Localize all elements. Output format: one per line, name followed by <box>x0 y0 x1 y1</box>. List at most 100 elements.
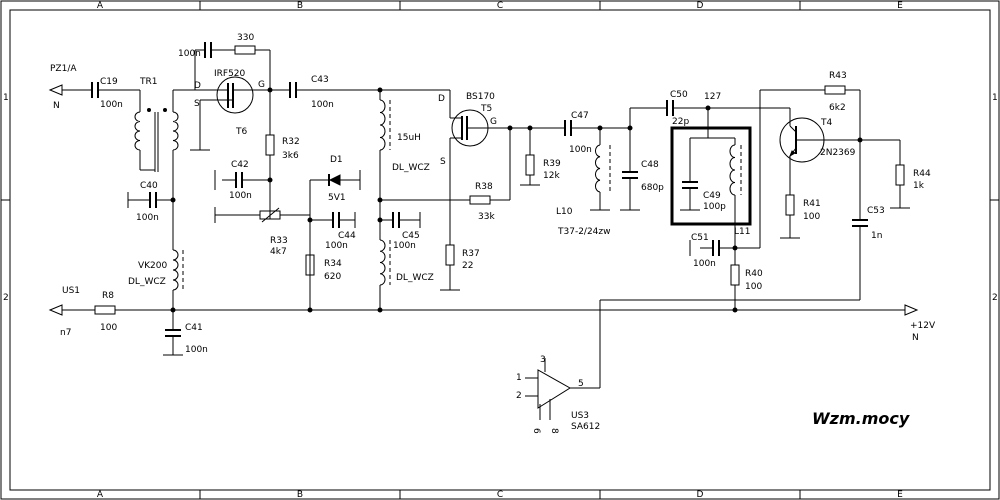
c19-ref: C19 <box>100 77 118 87</box>
resistor-330: 330 <box>234 33 256 55</box>
frame-col-c-bottom: C <box>497 490 503 500</box>
inductor-vk200: VK200 DL_WCZ <box>128 249 184 291</box>
resistor-r41: R41 100 <box>785 194 821 222</box>
capacitor-c51: C51 100n <box>691 233 720 269</box>
r34-value: 620 <box>324 272 341 282</box>
ic-us3: 1 2 3 5 6 8 US3 SA612 <box>516 355 600 434</box>
schematic-title: Wzm.mocy <box>812 409 910 428</box>
us3-pin-5: 5 <box>578 379 584 389</box>
capacitor-top-100n: 100n <box>178 42 212 59</box>
r38-ref: R38 <box>475 182 493 192</box>
r41-ref: R41 <box>803 199 821 209</box>
c47-ref: C47 <box>571 111 589 121</box>
inductor-15uh: 15uH DL_WCZ <box>379 99 430 173</box>
c44-value: 100n <box>325 241 348 251</box>
t6-pin-s: S <box>194 99 200 109</box>
c48-ref: C48 <box>641 160 659 170</box>
resistor-r40: R40 100 <box>730 264 763 292</box>
l15-type: DL_WCZ <box>392 163 430 173</box>
frame-col-c-top: C <box>497 1 503 11</box>
frame-col-b-bottom: B <box>297 490 303 500</box>
us3-ref: US3 <box>571 411 589 421</box>
t6-ref: T6 <box>235 127 247 137</box>
l10-core: T37-2/24zw <box>557 227 611 237</box>
capacitor-c44: C44 100n <box>325 212 356 251</box>
capacitor-c43: C43 100n <box>289 75 334 110</box>
c48-value: 680p <box>641 183 664 193</box>
capacitor-c47: C47 100n <box>564 111 592 155</box>
node-127-label: 127 <box>704 92 721 102</box>
us3-pin-8: 8 <box>549 428 559 434</box>
frame-col-a-top: A <box>97 1 104 11</box>
zener-d1: D1 5V1 <box>325 155 346 203</box>
c49-value: 100p <box>703 202 726 212</box>
t5-part: BS170 <box>466 92 495 102</box>
t5-pin-g: G <box>490 117 497 127</box>
c43-ref: C43 <box>311 75 329 85</box>
r37-ref: R37 <box>462 249 480 259</box>
r40-value: 100 <box>745 282 762 292</box>
c19-value: 100n <box>100 100 123 110</box>
c43-value: 100n <box>311 100 334 110</box>
c44-ref: C44 <box>338 231 356 241</box>
us3-pin-2: 2 <box>516 391 522 401</box>
port-12v: +12V N <box>904 304 936 343</box>
us3-pin-3: 3 <box>540 355 546 365</box>
potentiometer-r33: R33 4k7 <box>259 207 288 257</box>
c42-ref: C42 <box>231 160 249 170</box>
port-us1: US1 n7 <box>48 286 80 338</box>
port-pz1-name: PZ1/A <box>50 64 77 74</box>
d1-value: 5V1 <box>328 193 346 203</box>
port-pz1-pin: N <box>53 101 60 111</box>
port-us1-pin: n7 <box>60 328 71 338</box>
c-top-value: 100n <box>178 49 201 59</box>
r43-ref: R43 <box>829 71 847 81</box>
l15-value: 15uH <box>397 133 421 143</box>
vk200-ref: VK200 <box>138 261 168 271</box>
c51-value: 100n <box>693 259 716 269</box>
frame-row-2-right: 2 <box>992 293 998 303</box>
us3-pin-6: 6 <box>531 428 541 434</box>
port-12v-pin: N <box>912 333 919 343</box>
c51-ref: C51 <box>691 233 709 243</box>
r39-ref: R39 <box>543 159 561 169</box>
tank-circuit-box <box>670 126 752 226</box>
frame-col-b-top: B <box>297 1 303 11</box>
c42-value: 100n <box>229 191 252 201</box>
r32-value: 3k6 <box>282 151 299 161</box>
port-pz1: PZ1/A N <box>48 64 77 111</box>
r33-ref: R33 <box>270 236 288 246</box>
r40-ref: R40 <box>745 269 763 279</box>
c41-value: 100n <box>185 345 208 355</box>
port-12v-name: +12V <box>910 321 936 331</box>
l-dl2-type: DL_WCZ <box>396 273 434 283</box>
capacitor-c50: C50 22p 127 <box>666 90 721 127</box>
junctions <box>170 87 863 313</box>
r34-ref: R34 <box>324 259 342 269</box>
us3-part: SA612 <box>571 422 600 432</box>
c40-value: 100n <box>136 213 159 223</box>
t6-pin-d: D <box>194 81 201 91</box>
c41-ref: C41 <box>185 323 203 333</box>
resistor-r37: R37 22 <box>445 244 480 271</box>
frame-col-d-bottom: D <box>697 490 704 500</box>
t5-pin-d: D <box>438 94 445 104</box>
frame-col-e-top: E <box>897 1 903 11</box>
tr1-ref: TR1 <box>139 77 157 87</box>
r41-value: 100 <box>803 212 820 222</box>
resistor-r44: R44 1k <box>895 164 931 191</box>
transformer-tr1: TR1 <box>134 77 179 172</box>
transistor-t6: IRF520 D S G T6 <box>194 69 265 137</box>
resistor-r43: R43 6k2 <box>824 71 847 113</box>
r37-value: 22 <box>462 261 473 271</box>
t5-pin-s: S <box>440 157 446 167</box>
capacitor-c42: C42 100n <box>229 160 252 201</box>
transistor-t4: T4 2N2369 <box>779 117 856 163</box>
r330-value: 330 <box>237 33 254 43</box>
c53-ref: C53 <box>867 206 885 216</box>
resistor-r38: R38 33k <box>469 182 495 222</box>
r44-ref: R44 <box>913 169 931 179</box>
c47-value: 100n <box>569 145 592 155</box>
